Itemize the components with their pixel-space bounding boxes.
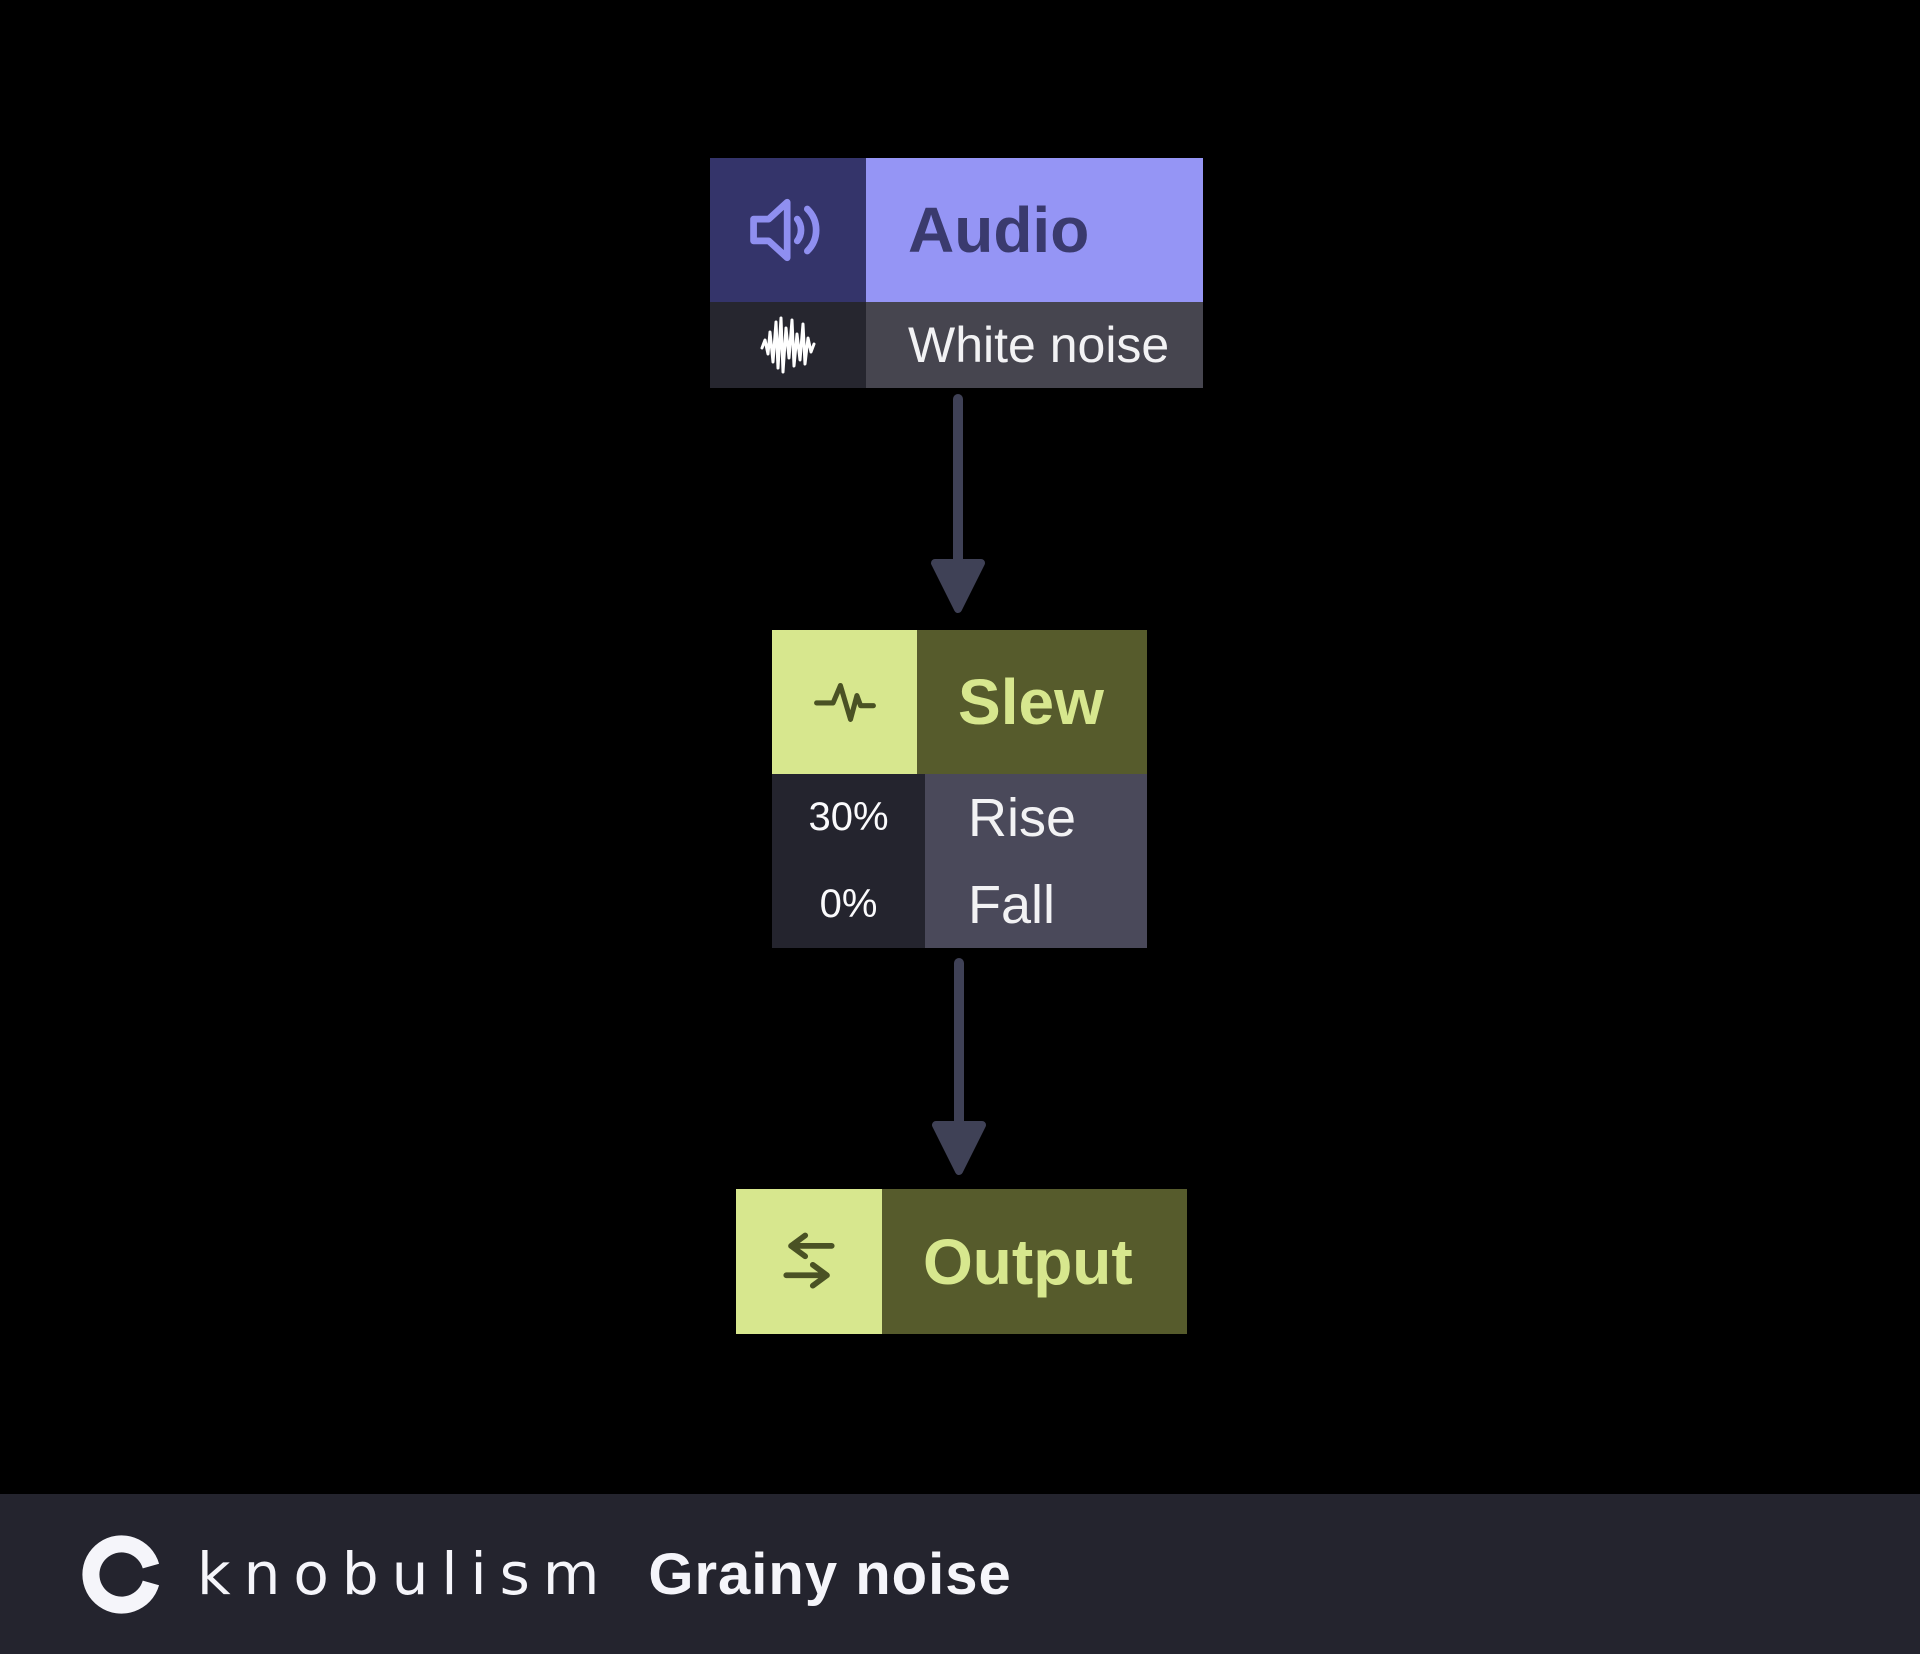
footer-bar: knobulism Grainy noise [0, 1494, 1920, 1654]
param-rise-label: Rise [925, 774, 1147, 861]
node-audio-subrow-label: White noise [866, 302, 1203, 388]
transfer-arrows-icon [736, 1189, 882, 1334]
param-fall-value: 0% [772, 861, 925, 948]
speaker-icon [710, 158, 866, 302]
param-fall-label: Fall [925, 861, 1147, 948]
node-output[interactable]: Output [736, 1189, 1187, 1334]
node-output-title: Output [882, 1189, 1187, 1334]
param-row-rise[interactable]: 30% Rise [772, 774, 1147, 861]
node-audio-header: Audio [710, 158, 1203, 302]
noise-waveform-icon [710, 302, 866, 388]
node-audio[interactable]: Audio White noise [710, 158, 1203, 388]
node-audio-title: Audio [866, 158, 1203, 302]
flow-arrow-slew-to-output [932, 958, 986, 1175]
brand-wordmark: knobulism [197, 1540, 613, 1608]
node-slew[interactable]: Slew 30% Rise 0% Fall [772, 630, 1147, 948]
node-slew-header: Slew [772, 630, 1147, 774]
param-row-fall[interactable]: 0% Fall [772, 861, 1147, 948]
node-audio-subrow[interactable]: White noise [710, 302, 1203, 388]
patch-title: Grainy noise [648, 1541, 1012, 1607]
node-slew-title: Slew [917, 630, 1147, 774]
knob-c-logo-icon [82, 1534, 160, 1614]
param-rise-value: 30% [772, 774, 925, 861]
flow-arrow-audio-to-slew [931, 394, 985, 613]
pulse-icon [772, 630, 917, 774]
